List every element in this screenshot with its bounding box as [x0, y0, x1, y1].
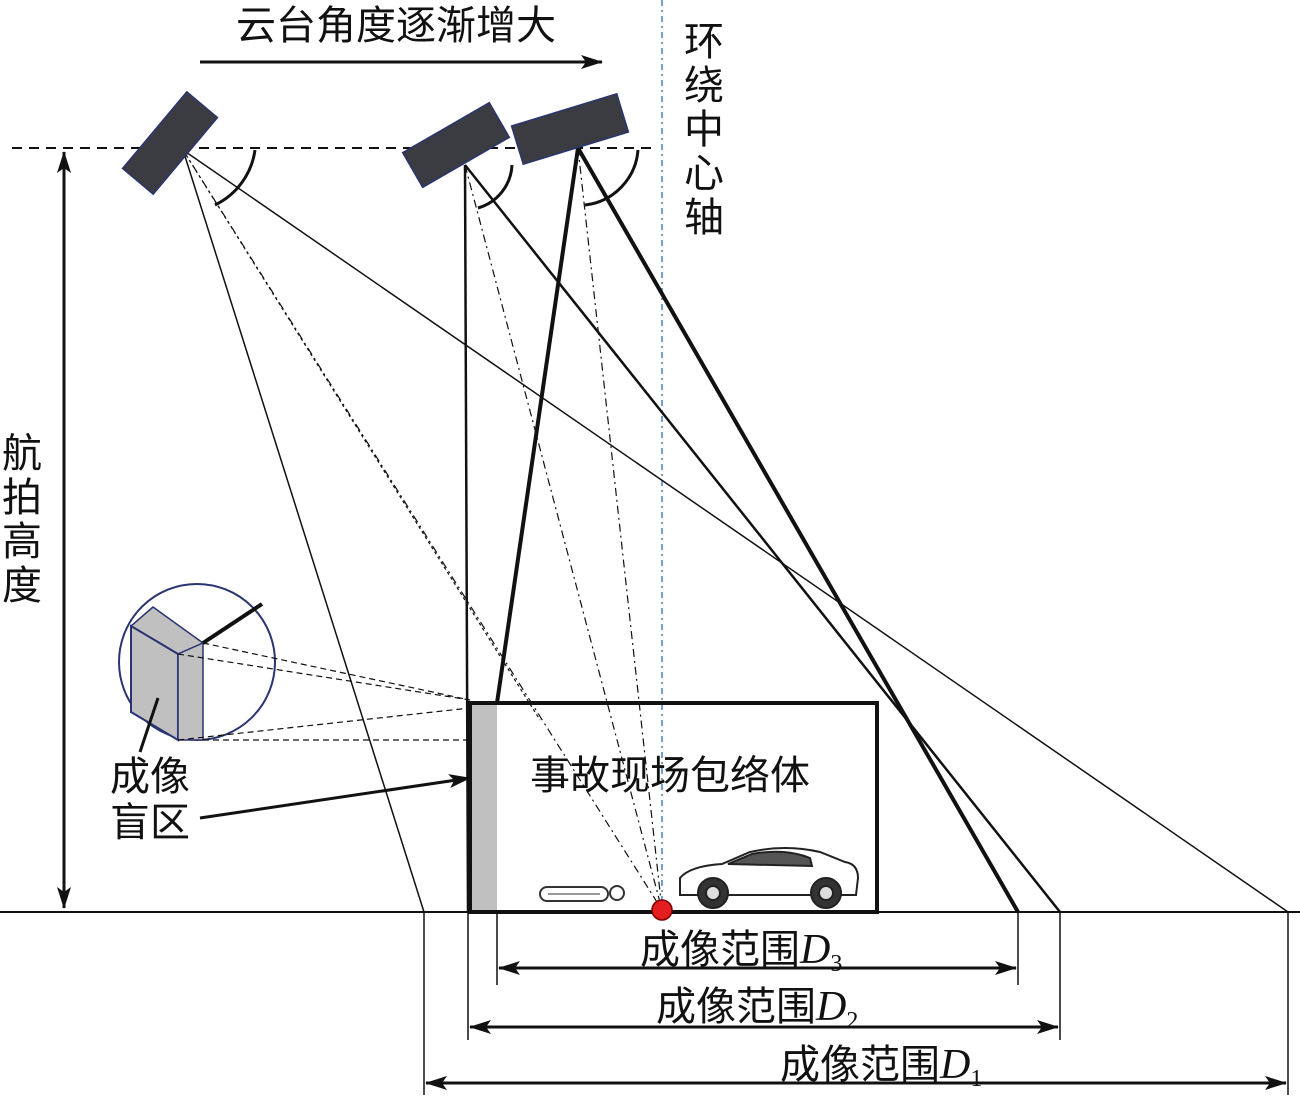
- range-d3-label: 成像范围D3: [640, 917, 842, 978]
- blind-zone-label-2: 盲区: [110, 800, 190, 846]
- camera-3-rays: [495, 147, 1020, 913]
- range-d3-var: D: [800, 927, 831, 973]
- blind-zone-pointer-1: [138, 697, 160, 753]
- camera-2-rays: [463, 164, 1061, 913]
- range-d2-sub: 2: [846, 1008, 859, 1034]
- range-d1-label: 成像范围D1: [780, 1032, 982, 1093]
- blind-zone-magnifier: [118, 583, 471, 742]
- camera-2: [401, 101, 511, 189]
- range-d1-prefix: 成像范围: [780, 1042, 940, 1088]
- range-d2-var: D: [816, 984, 847, 1030]
- accident-point: [651, 899, 673, 921]
- altitude-label: 航拍高度: [2, 431, 42, 609]
- range-d2-prefix: 成像范围: [656, 984, 816, 1030]
- blind-zone-pointer-2: [199, 774, 471, 820]
- camera-1-rays: [182, 149, 1289, 913]
- blind-zone-label-1: 成像: [110, 754, 190, 800]
- camera-3: [510, 92, 630, 166]
- gimbal-angle-label: 云台角度逐渐增大: [236, 3, 556, 49]
- envelope-label: 事故现场包络体: [530, 753, 810, 799]
- car-icon: [679, 847, 860, 909]
- range-d3-prefix: 成像范围: [640, 927, 800, 973]
- camera-1: [121, 90, 219, 196]
- range-d1-var: D: [940, 1042, 971, 1088]
- range-ticks: [423, 912, 1289, 1095]
- victim-icon: [539, 885, 625, 902]
- range-d1-sub: 1: [970, 1066, 983, 1092]
- blind-zone-strip: [470, 703, 497, 912]
- accident-envelope: [468, 701, 879, 914]
- range-d3-sub: 3: [830, 951, 843, 977]
- center-axis-label: 环绕中心轴: [684, 19, 724, 241]
- range-d2-label: 成像范围D2: [656, 974, 858, 1035]
